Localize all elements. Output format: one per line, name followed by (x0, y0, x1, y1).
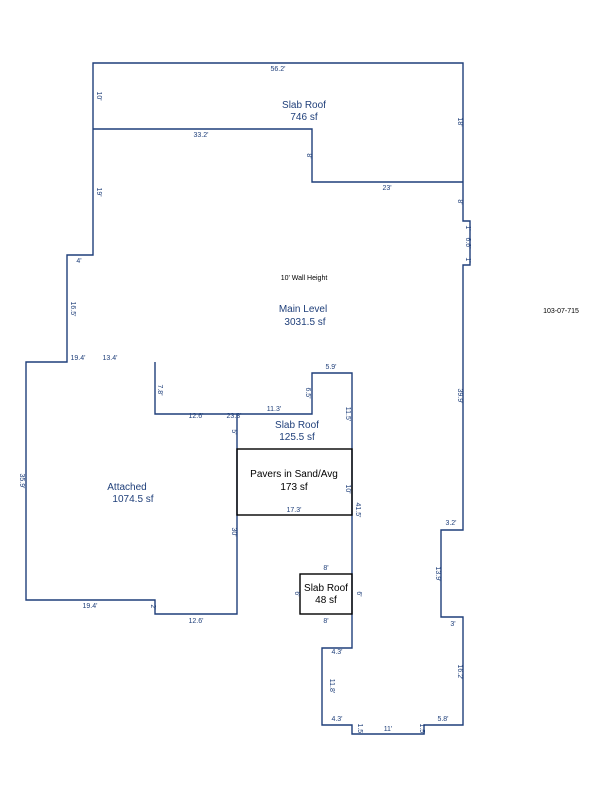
dimension-label: 13.4' (103, 355, 118, 362)
dimension-label: 18' (456, 117, 463, 126)
dimension-label: 19.4' (83, 603, 98, 610)
dimension-label: 2' (149, 604, 156, 609)
dimension-label: 12.6' (189, 618, 204, 625)
dimension-label: 11.3' (267, 406, 281, 413)
dimension-label: 11.8' (328, 679, 335, 693)
dimension-label: 1' (464, 225, 471, 230)
dimension-label: 19.4' (71, 355, 86, 362)
dimension-label: 39.9' (456, 389, 463, 404)
dimension-label: 4.3' (331, 716, 342, 723)
dimension-label: 8' (323, 565, 328, 572)
dimension-label: 6' (355, 591, 362, 596)
dimension-label: 4.3' (331, 649, 342, 656)
dimension-label: 30' (230, 527, 237, 536)
parcel-id: 103-07-715 (543, 308, 579, 315)
dimension-label: 5' (230, 429, 237, 434)
building-outline (25, 62, 471, 735)
area-name: Pavers in Sand/Avg (250, 469, 338, 480)
dimension-label: 23.3' (227, 413, 242, 420)
small-slab-roof-box (299, 573, 353, 615)
dimension-label: 1.5' (356, 723, 363, 734)
area-size: 173 sf (280, 482, 307, 493)
attached-divider (154, 362, 237, 415)
area-size: 746 sf (290, 112, 317, 123)
dimension-label: 8' (305, 153, 312, 158)
dimension-label: 11' (384, 726, 393, 733)
pavers-area-box (236, 448, 353, 516)
dimension-label: 13.9' (434, 567, 441, 582)
dimension-label: 1' (464, 257, 471, 262)
dimension-label: 6' (293, 591, 300, 596)
dimension-label: 16.2' (456, 665, 463, 680)
dimension-label: 19' (95, 187, 102, 196)
dimension-label: 33.2' (194, 132, 209, 139)
dimension-label: 6.5' (304, 387, 311, 398)
area-size: 125.5 sf (279, 432, 315, 443)
dimension-label: 56.2' (271, 66, 286, 73)
area-name: Slab Roof (282, 100, 326, 111)
dimension-label: 11.5' (344, 407, 351, 421)
dimension-label: 12.6' (189, 413, 204, 420)
dimension-label: 10' (344, 484, 351, 493)
dimension-label: 1.5' (418, 723, 425, 734)
area-size: 1074.5 sf (112, 494, 153, 505)
dimension-label: 7.8' (156, 384, 163, 395)
area-name: Main Level (279, 304, 327, 315)
area-size: 3031.5 sf (284, 317, 325, 328)
wall-height-note: 10' Wall Height (281, 275, 328, 282)
dimension-label: 5.8' (437, 716, 448, 723)
dimension-label: 23' (382, 185, 391, 192)
dimension-label: 16.5' (69, 302, 76, 317)
dimension-label: 3.2' (445, 520, 456, 527)
dimension-label: 5.9' (325, 364, 336, 371)
dimension-label: 8' (323, 618, 328, 625)
area-name: Slab Roof (275, 420, 319, 431)
dimension-label: 6.6' (464, 237, 471, 248)
dimension-label: 4' (76, 258, 81, 265)
slab-roof-divider (93, 128, 463, 183)
dimension-label: 17.3' (287, 507, 302, 514)
area-size: 48 sf (315, 595, 337, 606)
dimension-label: 35.9' (18, 474, 25, 489)
dimension-label: 41.5' (354, 503, 361, 518)
dimension-label: 3' (450, 621, 455, 628)
area-name: Attached (107, 482, 146, 493)
area-name: Slab Roof (304, 583, 348, 594)
dimension-label: 10' (95, 91, 102, 100)
dimension-label: 8' (456, 199, 463, 204)
